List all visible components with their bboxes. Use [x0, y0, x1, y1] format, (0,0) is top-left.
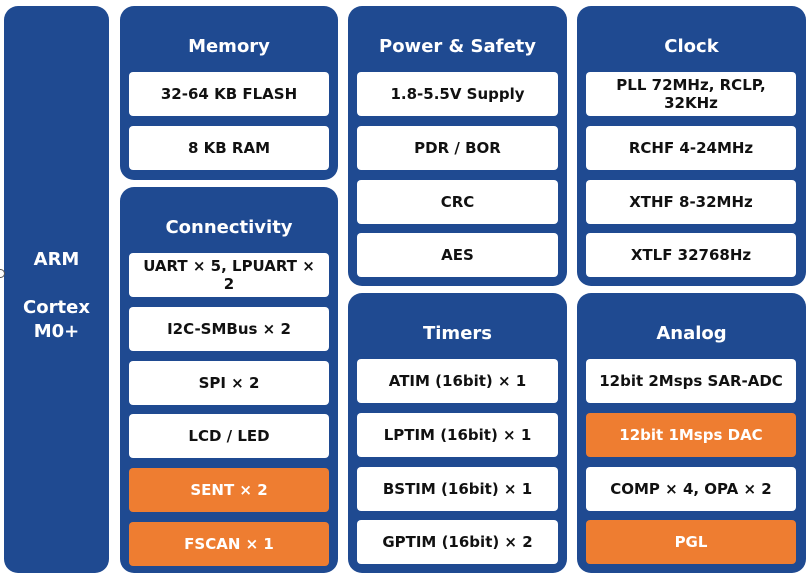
timers-item-gptim: GPTIM (16bit) × 2 [357, 520, 558, 564]
power-panel: Power & Safety 1.8-5.5V Supply PDR / BOR… [348, 6, 567, 286]
power-item-supply: 1.8-5.5V Supply [357, 72, 558, 116]
clock-item-xthf: XTHF 8-32MHz [586, 180, 796, 224]
memory-title: Memory [188, 36, 270, 57]
connectivity-item-sent: SENT × 2 [129, 468, 329, 512]
analog-item-pgl: PGL [586, 520, 796, 564]
connectivity-panel: Connectivity UART × 5, LPUART × 2 I2C-SM… [120, 187, 338, 573]
connectivity-item-fscan: FSCAN × 1 [129, 522, 329, 566]
analog-title: Analog [656, 323, 727, 344]
timers-item-atim: ATIM (16bit) × 1 [357, 359, 558, 403]
power-item-crc: CRC [357, 180, 558, 224]
timers-panel: Timers ATIM (16bit) × 1 LPTIM (16bit) × … [348, 293, 567, 573]
analog-panel: Analog 12bit 2Msps SAR-ADC 12bit 1Msps D… [577, 293, 806, 573]
timers-item-lptim: LPTIM (16bit) × 1 [357, 413, 558, 457]
power-item-aes: AES [357, 233, 558, 277]
connectivity-item-i2c: I2C-SMBus × 2 [129, 307, 329, 351]
timers-title: Timers [422, 323, 492, 344]
analog-item-comp: COMP × 4, OPA × 2 [586, 467, 796, 511]
connectivity-item-uart: UART × 5, LPUART × 2 [129, 253, 329, 297]
core-label-cortex: Cortex [23, 297, 90, 318]
power-title: Power & Safety [379, 36, 536, 57]
timers-item-bstim: BSTIM (16bit) × 1 [357, 467, 558, 511]
connector-dot [0, 269, 5, 278]
connectivity-title: Connectivity [165, 217, 293, 238]
connectivity-item-spi: SPI × 2 [129, 361, 329, 405]
analog-item-dac: 12bit 1Msps DAC [586, 413, 796, 457]
clock-item-xtlf: XTLF 32768Hz [586, 233, 796, 277]
memory-panel: Memory 32-64 KB FLASH 8 KB RAM [120, 6, 338, 180]
clock-item-rchf: RCHF 4-24MHz [586, 126, 796, 170]
clock-panel: Clock PLL 72MHz, RCLP, 32KHz RCHF 4-24MH… [577, 6, 806, 286]
clock-title: Clock [664, 36, 719, 57]
core-panel: ARM Cortex M0+ [4, 6, 109, 573]
memory-item-ram: 8 KB RAM [129, 126, 329, 170]
analog-item-adc: 12bit 2Msps SAR-ADC [586, 359, 796, 403]
core-label-arm: ARM [33, 249, 80, 270]
core-label-m0: M0+ [33, 321, 80, 342]
clock-item-pll: PLL 72MHz, RCLP, 32KHz [586, 72, 796, 116]
power-item-pdr: PDR / BOR [357, 126, 558, 170]
memory-item-flash: 32-64 KB FLASH [129, 72, 329, 116]
connectivity-item-lcd: LCD / LED [129, 414, 329, 458]
